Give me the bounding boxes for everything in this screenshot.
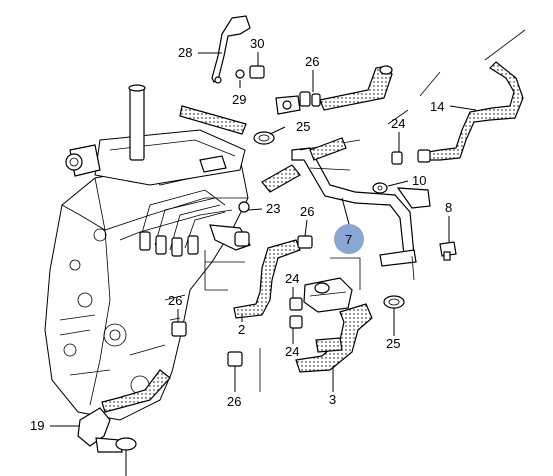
- callout-8: 8: [445, 200, 452, 215]
- clamps: [115, 15, 457, 451]
- valve-cover: [65, 84, 246, 186]
- coolant-flange: [209, 201, 251, 251]
- callout-2: 2: [238, 322, 245, 337]
- hose-3-branch: [315, 337, 343, 353]
- injector-lines: [139, 189, 226, 257]
- elbow-19: [77, 407, 111, 447]
- callout-19: 19: [30, 418, 44, 433]
- callout-10: 10: [412, 173, 426, 188]
- callout-25-right: 25: [386, 336, 400, 351]
- hose-19: [101, 369, 171, 413]
- callout-14: 14: [430, 99, 444, 114]
- callout-26-left: 26: [168, 293, 182, 308]
- callout-30: 30: [250, 36, 264, 51]
- callout-26-bottom: 26: [227, 394, 241, 409]
- callout-23: 23: [266, 201, 280, 216]
- assembly-lines: [204, 71, 441, 392]
- hose-upper-left: [179, 105, 247, 135]
- hose-14-end: [417, 149, 431, 163]
- callout-3: 3: [329, 392, 336, 407]
- hose-upper-mid: [309, 137, 347, 161]
- highlight-marker-7: [334, 224, 364, 254]
- hose-2: [233, 239, 301, 319]
- callout-labels: 28 30 29 26 14 25 24 10 23 26 7 8 24 26 …: [30, 36, 452, 433]
- hose-3: [295, 303, 373, 373]
- callout-26-mid: 26: [300, 204, 314, 219]
- hose-23: [261, 164, 301, 193]
- callout-28: 28: [178, 45, 192, 60]
- callout-24-low: 24: [285, 344, 299, 359]
- callout-24-top: 24: [391, 116, 405, 131]
- expansion-tank: [303, 277, 353, 313]
- callout-25-top: 25: [296, 119, 310, 134]
- engine-block: [44, 149, 249, 421]
- callout-29: 29: [232, 92, 246, 107]
- callout-26-top: 26: [305, 54, 319, 69]
- callout-7: 7: [345, 232, 352, 247]
- callout-24-mid: 24: [285, 271, 299, 286]
- leader-lines: [50, 52, 477, 476]
